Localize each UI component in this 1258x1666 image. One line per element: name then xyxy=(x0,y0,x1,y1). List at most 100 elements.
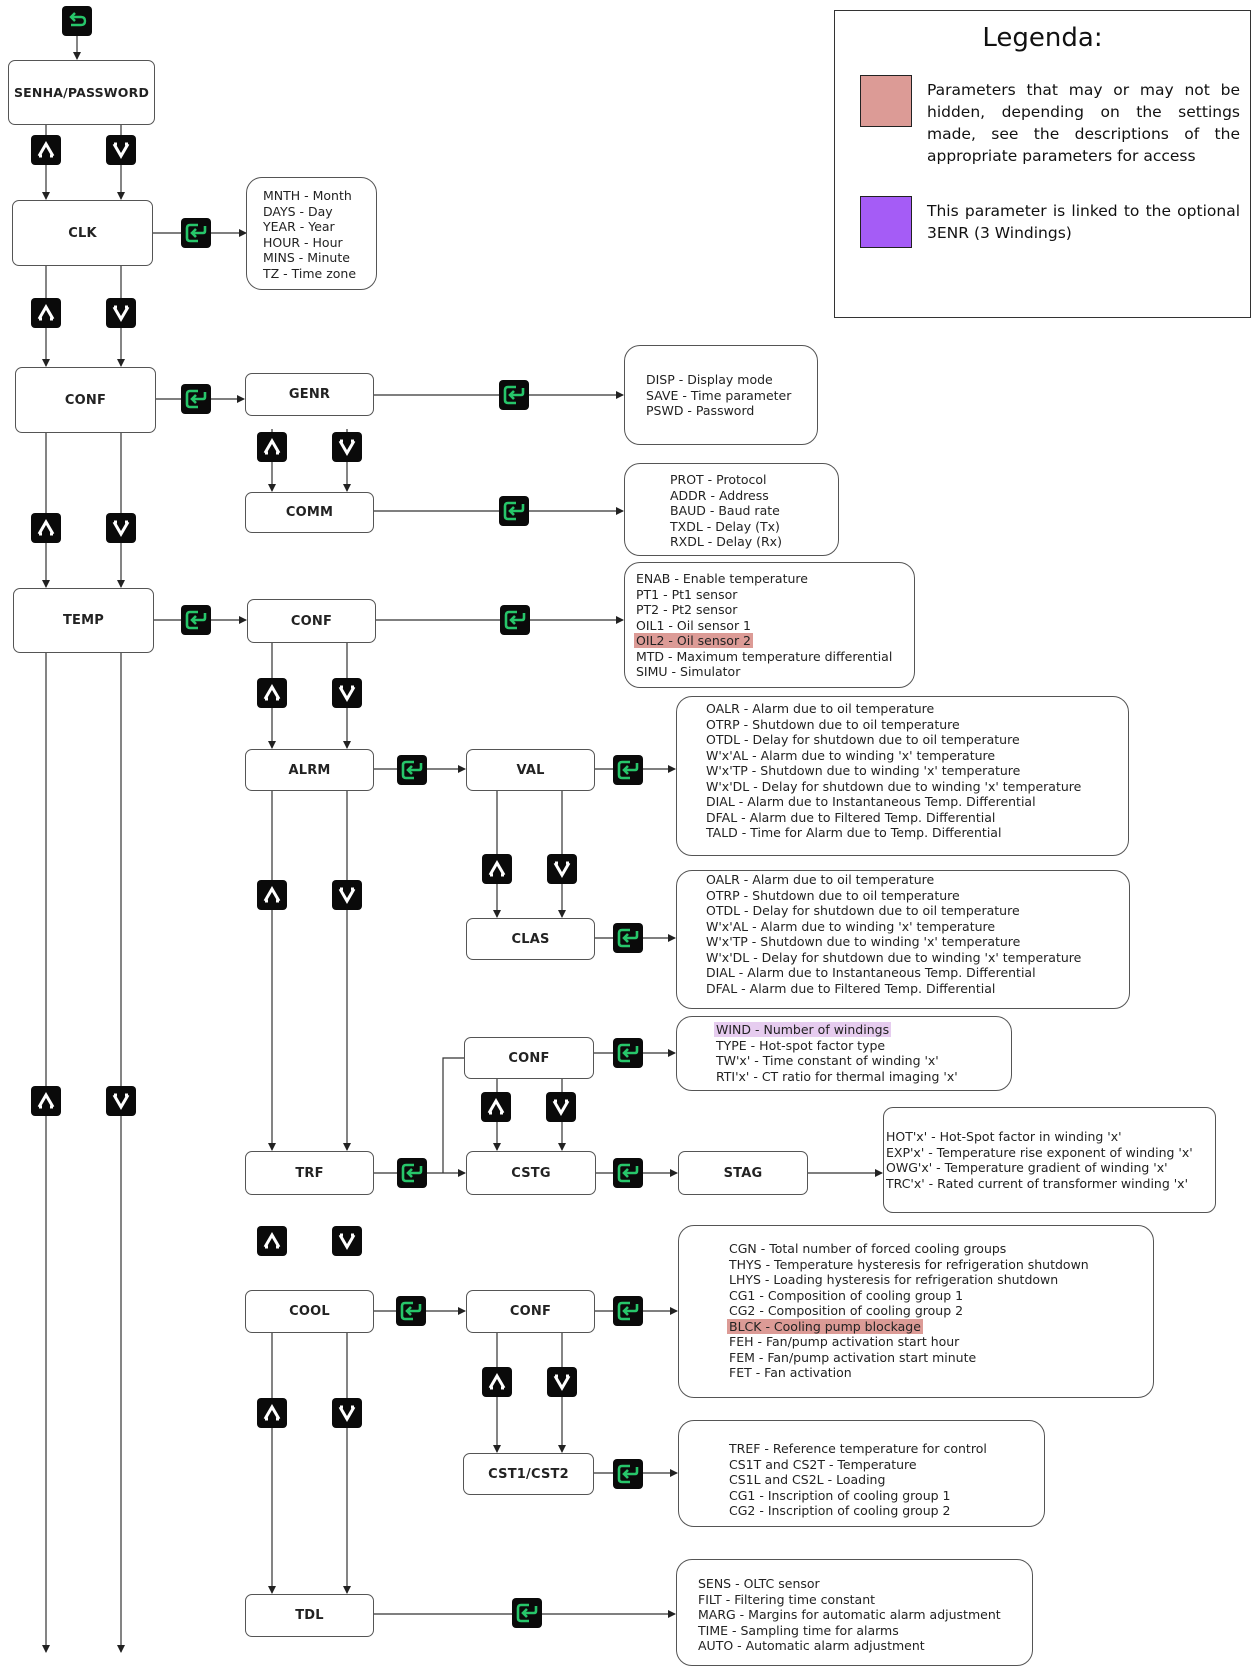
parameter-line: OTDL - Delay for shutdown due to oil tem… xyxy=(706,732,1020,747)
parameter-line: FEM - Fan/pump activation start minute xyxy=(729,1349,977,1365)
down-arrow-key-icon[interactable] xyxy=(332,678,362,708)
node-alrm[interactable]: ALRM xyxy=(245,749,374,791)
node-cst1-cst2[interactable]: CST1/CST2 xyxy=(463,1453,594,1495)
up-arrow-key-icon[interactable] xyxy=(257,1398,287,1428)
parameter-line: W'x'AL - Alarm due to winding 'x' temper… xyxy=(706,918,996,934)
parameter-line: WIND - Number of windings xyxy=(714,1022,892,1037)
node-comm[interactable]: COMM xyxy=(245,492,374,533)
enter-key-icon[interactable] xyxy=(613,1158,643,1188)
parameter-line: PSWD - Password xyxy=(646,403,755,418)
enter-key-icon[interactable] xyxy=(181,384,211,414)
enter-key-icon[interactable] xyxy=(512,1598,542,1628)
down-arrow-key-icon[interactable] xyxy=(332,1398,362,1428)
node-cool[interactable]: COOL xyxy=(245,1290,374,1333)
desc-cool-conf: CGN - Total number of forced cooling gro… xyxy=(678,1225,1154,1398)
enter-key-icon[interactable] xyxy=(397,1158,427,1188)
parameter-line: W'x'TP - Shutdown due to winding 'x' tem… xyxy=(706,763,1021,778)
parameter-line: PT2 - Pt2 sensor xyxy=(636,602,738,617)
node-senha-password[interactable]: SENHA/PASSWORD xyxy=(8,60,155,125)
down-arrow-key-icon[interactable] xyxy=(106,513,136,543)
node-cool-conf[interactable]: CONF xyxy=(466,1290,595,1333)
up-arrow-key-icon[interactable] xyxy=(481,1092,511,1122)
down-arrow-key-icon[interactable] xyxy=(106,135,136,165)
node-trf-conf[interactable]: CONF xyxy=(464,1037,594,1079)
parameter-line: W'x'DL - Delay for shutdown due to windi… xyxy=(706,949,1082,965)
node-genr[interactable]: GENR xyxy=(245,373,374,416)
enter-key-icon[interactable] xyxy=(613,923,643,953)
parameter-line: DIAL - Alarm due to Instantaneous Temp. … xyxy=(706,794,1036,809)
up-arrow-key-icon[interactable] xyxy=(257,880,287,910)
down-arrow-key-icon[interactable] xyxy=(332,880,362,910)
node-conf[interactable]: CONF xyxy=(15,367,156,433)
enter-key-icon[interactable] xyxy=(613,1038,643,1068)
up-arrow-key-icon[interactable] xyxy=(31,1086,61,1116)
parameter-line: MINS - Minute xyxy=(263,250,350,265)
node-cstg[interactable]: CSTG xyxy=(466,1151,596,1195)
parameter-line: DFAL - Alarm due to Filtered Temp. Diffe… xyxy=(706,809,996,825)
enter-key-icon[interactable] xyxy=(499,496,529,526)
parameter-line: CG1 - Composition of cooling group 1 xyxy=(729,1287,964,1303)
back-key-icon[interactable] xyxy=(62,6,92,36)
parameter-line: CG1 - Inscription of cooling group 1 xyxy=(729,1487,951,1503)
parameter-line: TRC'x' - Rated current of transformer wi… xyxy=(886,1175,1189,1191)
node-clas[interactable]: CLAS xyxy=(466,918,595,960)
enter-key-icon[interactable] xyxy=(500,605,530,635)
parameter-line: CS1T and CS2T - Temperature xyxy=(729,1456,917,1472)
up-arrow-key-icon[interactable] xyxy=(31,135,61,165)
down-arrow-key-icon[interactable] xyxy=(332,432,362,462)
parameter-line: MNTH - Month xyxy=(263,188,352,203)
parameter-line: TREF - Reference temperature for control xyxy=(729,1441,987,1456)
up-arrow-key-icon[interactable] xyxy=(482,1367,512,1397)
parameter-line: OTDL - Delay for shutdown due to oil tem… xyxy=(706,903,1020,918)
up-arrow-key-icon[interactable] xyxy=(257,432,287,462)
enter-key-icon[interactable] xyxy=(613,1296,643,1326)
node-temp[interactable]: TEMP xyxy=(13,588,154,653)
up-arrow-key-icon[interactable] xyxy=(257,1226,287,1256)
parameter-line: TZ - Time zone xyxy=(263,265,357,281)
enter-key-icon[interactable] xyxy=(181,605,211,635)
node-val[interactable]: VAL xyxy=(466,749,595,791)
enter-key-icon[interactable] xyxy=(499,380,529,410)
parameter-line: HOUR - Hour xyxy=(263,234,343,250)
node-stag[interactable]: STAG xyxy=(678,1151,808,1195)
node-temp-conf[interactable]: CONF xyxy=(247,599,376,643)
legend-text-hidden: Parameters that may or may not be hidden… xyxy=(927,81,1240,165)
parameter-line: CS1L and CS2L - Loading xyxy=(729,1472,886,1487)
parameter-line: OALR - Alarm due to oil temperature xyxy=(706,701,935,716)
parameter-line: DFAL - Alarm due to Filtered Temp. Diffe… xyxy=(706,980,996,996)
parameter-line: OALR - Alarm due to oil temperature xyxy=(706,872,935,887)
up-arrow-key-icon[interactable] xyxy=(482,854,512,884)
desc-cst1-cst2: TREF - Reference temperature for control… xyxy=(678,1420,1045,1527)
down-arrow-key-icon[interactable] xyxy=(546,1092,576,1122)
up-arrow-key-icon[interactable] xyxy=(257,678,287,708)
parameter-line: SENS - OLTC sensor xyxy=(698,1576,820,1591)
node-clk[interactable]: CLK xyxy=(12,200,153,266)
down-arrow-key-icon[interactable] xyxy=(106,1086,136,1116)
parameter-line: FILT - Filtering time constant xyxy=(698,1591,876,1607)
enter-key-icon[interactable] xyxy=(613,1459,643,1489)
parameter-line: YEAR - Year xyxy=(263,219,335,234)
enter-key-icon[interactable] xyxy=(181,218,211,248)
down-arrow-key-icon[interactable] xyxy=(106,298,136,328)
parameter-line: CG2 - Inscription of cooling group 2 xyxy=(729,1503,951,1518)
enter-key-icon[interactable] xyxy=(397,755,427,785)
parameter-line: W'x'DL - Delay for shutdown due to windi… xyxy=(706,778,1082,794)
node-tdl[interactable]: TDL xyxy=(245,1594,374,1637)
down-arrow-key-icon[interactable] xyxy=(547,1367,577,1397)
parameter-line: EXP'x' - Temperature rise exponent of wi… xyxy=(886,1144,1193,1160)
enter-key-icon[interactable] xyxy=(613,755,643,785)
parameter-line: DISP - Display mode xyxy=(646,372,773,387)
down-arrow-key-icon[interactable] xyxy=(547,854,577,884)
up-arrow-key-icon[interactable] xyxy=(31,298,61,328)
node-trf[interactable]: TRF xyxy=(245,1151,374,1195)
parameter-line: DAYS - Day xyxy=(263,203,333,219)
parameter-line: TALD - Time for Alarm due to Temp. Diffe… xyxy=(706,825,1002,840)
parameter-line: BLCK - Cooling pump blockage xyxy=(727,1318,923,1334)
parameter-line: PT1 - Pt1 sensor xyxy=(636,586,738,602)
down-arrow-key-icon[interactable] xyxy=(332,1226,362,1256)
enter-key-icon[interactable] xyxy=(396,1296,426,1326)
up-arrow-key-icon[interactable] xyxy=(31,513,61,543)
